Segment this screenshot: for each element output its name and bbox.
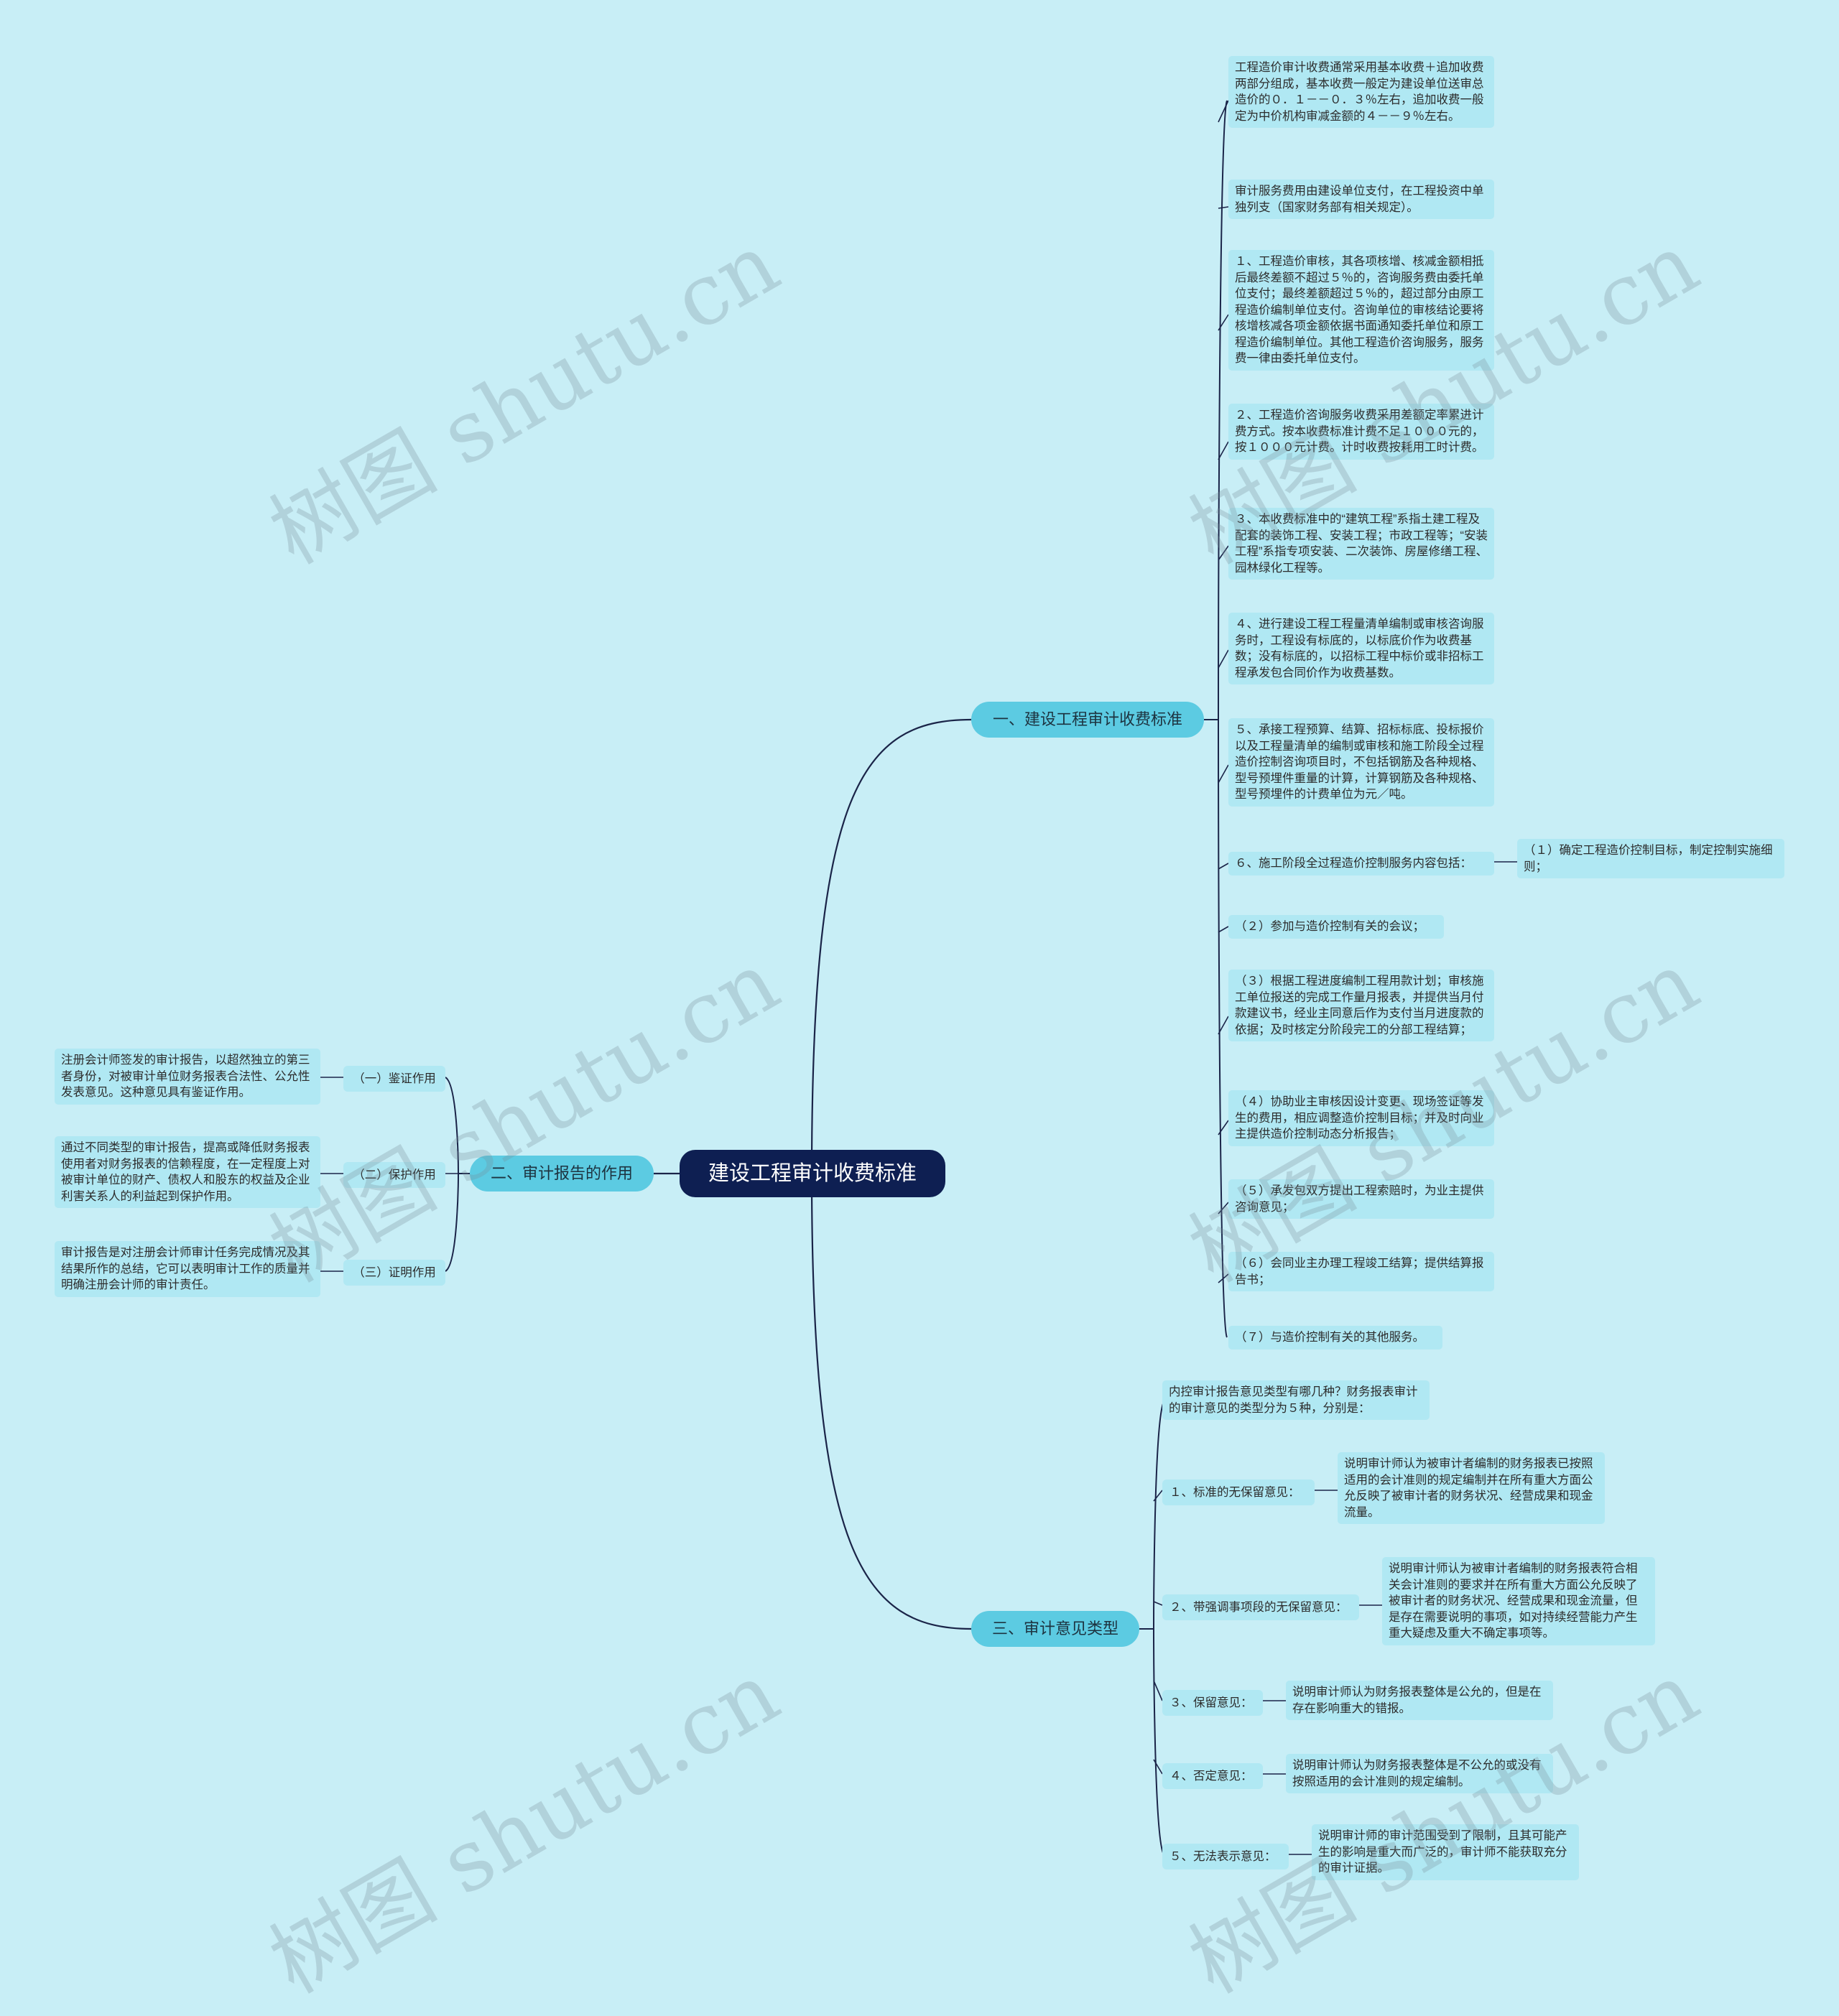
connector-lines xyxy=(320,100,1517,1855)
fee-leaf-1[interactable]: 工程造价审计收费通常采用基本收费＋追加收费两部分组成，基本收费一般定为建设单位送… xyxy=(1228,56,1494,128)
fee-leaf-13[interactable]: （６）会同业主办理工程竣工结算；提供结算报告书； xyxy=(1228,1252,1494,1291)
opinion-type-label-3[interactable]: ３、保留意见： xyxy=(1162,1690,1263,1716)
opinion-type-desc-1[interactable]: 说明审计师认为被审计者编制的财务报表已按照适用的会计准则的规定编制并在所有重大方… xyxy=(1338,1452,1605,1524)
branch-audit-report-role[interactable]: 二、审计报告的作用 xyxy=(470,1156,654,1192)
fee-leaf-11[interactable]: （４）协助业主审核因设计变更、现场签证等发生的费用，相应调整造价控制目标；并及时… xyxy=(1228,1090,1494,1146)
root-topic[interactable]: 建设工程审计收费标准 xyxy=(680,1150,945,1197)
branch-audit-fee-standard[interactable]: 一、建设工程审计收费标准 xyxy=(971,702,1204,738)
fee-leaf-10[interactable]: （３）根据工程进度编制工程用款计划；审核施工单位报送的完成工作量月报表，并提供当… xyxy=(1228,970,1494,1041)
report-role-desc-1[interactable]: 注册会计师签发的审计报告，以超然独立的第三者身份，对被审计单位财务报表合法性、公… xyxy=(55,1049,320,1105)
fee-leaf-9[interactable]: （２）参加与造价控制有关的会议； xyxy=(1228,915,1444,939)
report-role-label-2[interactable]: （二）保护作用 xyxy=(343,1162,445,1188)
fee-leaf-14[interactable]: （７）与造价控制有关的其他服务。 xyxy=(1228,1326,1442,1350)
report-role-desc-3[interactable]: 审计报告是对注册会计师审计任务完成情况及其结果所作的总结，它可以表明审计工作的质… xyxy=(55,1241,320,1297)
opinion-intro[interactable]: 内控审计报告意见类型有哪几种？财务报表审计的审计意见的类型分为５种，分别是： xyxy=(1162,1380,1430,1420)
branch-audit-opinion-types[interactable]: 三、审计意见类型 xyxy=(971,1611,1139,1647)
opinion-type-label-5[interactable]: ５、无法表示意见： xyxy=(1162,1844,1289,1869)
fee-leaf-7[interactable]: ５、承接工程预算、结算、招标标底、投标报价以及工程量清单的编制或审核和施工阶段全… xyxy=(1228,718,1494,807)
report-role-desc-2[interactable]: 通过不同类型的审计报告，提高或降低财务报表使用者对财务报表的信赖程度，在一定程度… xyxy=(55,1136,320,1208)
opinion-type-label-2[interactable]: ２、带强调事项段的无保留意见： xyxy=(1162,1594,1359,1620)
fee-leaf-4[interactable]: ２、工程造价咨询服务收费采用差额定率累进计费方式。按本收费标准计费不足１０００元… xyxy=(1228,404,1494,460)
fee-leaf-8[interactable]: ６、施工阶段全过程造价控制服务内容包括： xyxy=(1228,852,1494,875)
opinion-type-desc-2[interactable]: 说明审计师认为被审计者编制的财务报表符合相关会计准则的要求并在所有重大方面公允反… xyxy=(1382,1557,1655,1645)
fee-leaf-3[interactable]: １、工程造价审核，其各项核增、核减金额相抵后最终差额不超过５％的，咨询服务费由委… xyxy=(1228,250,1494,371)
fee-leaf-2[interactable]: 审计服务费用由建设单位支付，在工程投资中单独列支（国家财务部有相关规定）。 xyxy=(1228,180,1494,219)
opinion-type-desc-3[interactable]: 说明审计师认为财务报表整体是公允的，但是在存在影响重大的错报。 xyxy=(1286,1681,1553,1720)
report-role-label-1[interactable]: （一）鉴证作用 xyxy=(343,1066,445,1092)
fee-leaf-12[interactable]: （５）承发包双方提出工程索赔时，为业主提供咨询意见； xyxy=(1228,1179,1494,1219)
opinion-type-label-1[interactable]: １、标准的无保留意见： xyxy=(1162,1480,1315,1505)
mind-map: 建设工程审计收费标准 一、建设工程审计收费标准 二、审计报告的作用 三、审计意见… xyxy=(55,56,1784,2012)
fee-leaf-8-child[interactable]: （１）确定工程造价控制目标，制定控制实施细则； xyxy=(1517,839,1784,878)
opinion-type-label-4[interactable]: ４、否定意见： xyxy=(1162,1763,1263,1789)
report-role-label-3[interactable]: （三）证明作用 xyxy=(343,1260,445,1286)
fee-leaf-6[interactable]: ４、进行建设工程工程量清单编制或审核咨询服务时，工程设有标底的，以标底价作为收费… xyxy=(1228,613,1494,684)
opinion-type-desc-5[interactable]: 说明审计师的审计范围受到了限制，且其可能产生的影响是重大而广泛的，审计师不能获取… xyxy=(1312,1824,1579,1880)
fee-leaf-5[interactable]: ３、本收费标准中的“建筑工程”系指土建工程及配套的装饰工程、安装工程；市政工程等… xyxy=(1228,508,1494,580)
opinion-type-desc-4[interactable]: 说明审计师认为财务报表整体是不公允的或没有按照适用的会计准则的规定编制。 xyxy=(1286,1754,1553,1793)
